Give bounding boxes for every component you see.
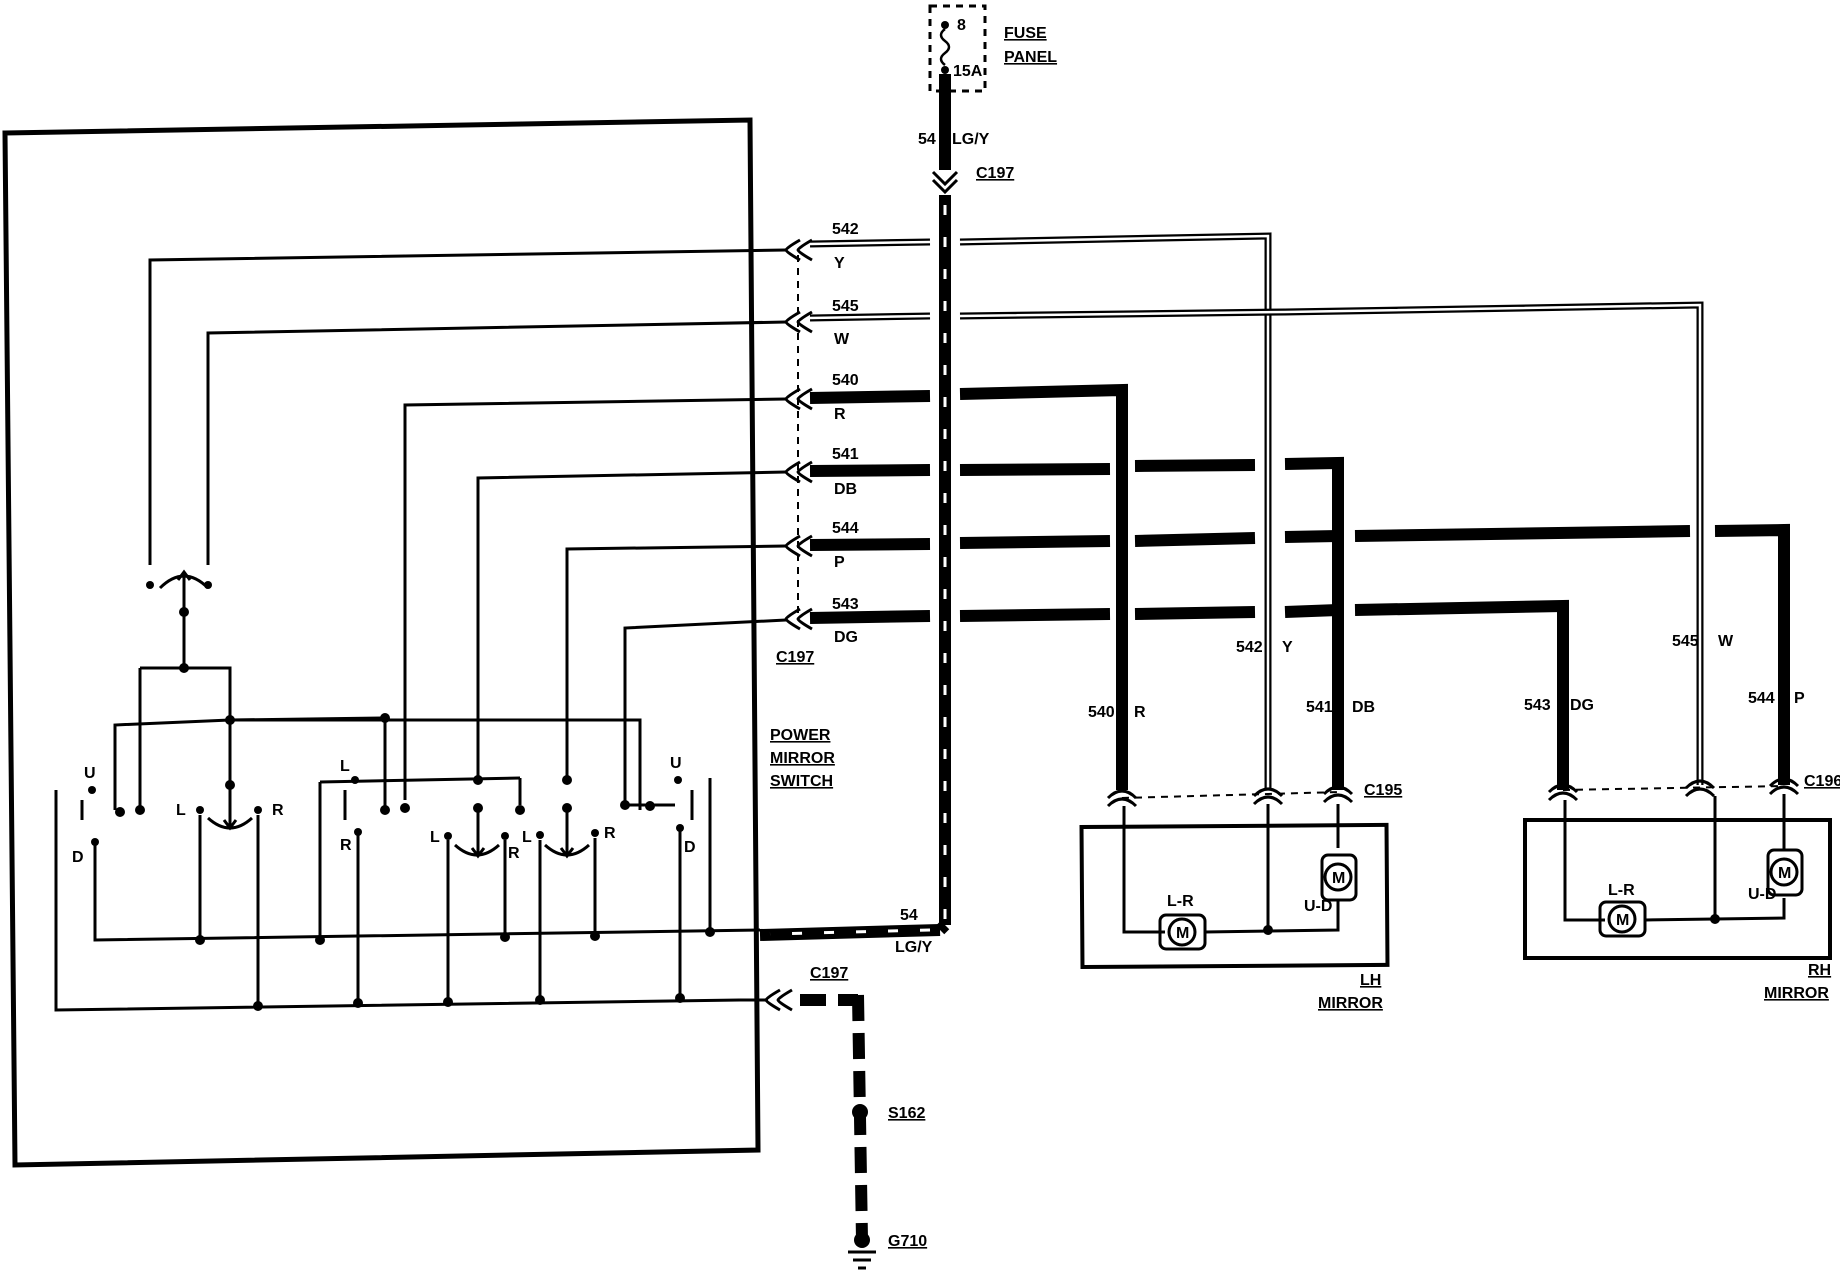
wire-542-y bbox=[809, 232, 1272, 790]
wire-544-color: P bbox=[834, 554, 845, 571]
wire-545-color: W bbox=[834, 331, 850, 348]
switch-d-right: D bbox=[684, 839, 696, 856]
feed-circuit: 54 bbox=[918, 131, 936, 148]
rh-mirror-label-2: MIRROR bbox=[1764, 985, 1829, 1002]
fuse-rating: 15A bbox=[953, 63, 983, 80]
feed-wire-54: 54 LG/Y C197 bbox=[759, 74, 1014, 941]
lh-wire-542-color: Y bbox=[1282, 639, 1293, 656]
switch-l-4: L bbox=[430, 829, 440, 846]
switch-r-3: R bbox=[340, 837, 352, 854]
switch-d-left: D bbox=[72, 849, 84, 866]
wire-540-circuit: 540 bbox=[832, 372, 859, 389]
rh-motor-ud-label: U-D bbox=[1748, 886, 1776, 903]
rh-motor-ud-symbol: M bbox=[1778, 865, 1791, 882]
rh-wire-545: 545 bbox=[1672, 633, 1699, 650]
lh-mirror-label-1: LH bbox=[1360, 972, 1381, 989]
rh-wire-544-color: P bbox=[1794, 690, 1805, 707]
switch-label-2: MIRROR bbox=[770, 750, 835, 767]
fuse-panel-label-2: PANEL bbox=[1004, 49, 1057, 66]
switch-l-5: L bbox=[522, 829, 532, 846]
bottom-feed-color: LG/Y bbox=[895, 939, 933, 956]
wire-545-w bbox=[809, 301, 1704, 785]
switch-u-left: U bbox=[84, 765, 96, 782]
switch-l-3: L bbox=[340, 758, 350, 775]
wire-543-color: DG bbox=[834, 629, 858, 646]
lh-connector: C195 bbox=[1364, 782, 1402, 799]
feed-connector: C197 bbox=[976, 165, 1014, 182]
rh-wire-545-color: W bbox=[1718, 633, 1734, 650]
wire-544-p bbox=[809, 523, 1790, 785]
switch-label-3: SWITCH bbox=[770, 773, 833, 790]
fuse-slot: 8 bbox=[957, 17, 966, 34]
wire-541-circuit: 541 bbox=[832, 446, 859, 463]
lh-motor-lr-symbol: M bbox=[1176, 925, 1189, 942]
feed-color: LG/Y bbox=[952, 131, 990, 148]
power-mirror-switch-box bbox=[2, 117, 761, 1168]
lh-motor-lr-label: L-R bbox=[1167, 893, 1194, 910]
wire-540-r bbox=[809, 383, 1128, 790]
rh-connector: C196 bbox=[1804, 773, 1840, 790]
left-connector-c197: C197 bbox=[776, 238, 814, 666]
rh-wire-543: 543 bbox=[1524, 697, 1551, 714]
switch-label-1: POWER bbox=[770, 727, 831, 744]
wire-541-color: DB bbox=[834, 481, 857, 498]
splice-label: S162 bbox=[888, 1105, 925, 1122]
lh-mirror: M M bbox=[1079, 785, 1390, 970]
ground-circuit: C197 S162 G710 bbox=[740, 965, 927, 1270]
lh-wire-541-color: DB bbox=[1352, 699, 1375, 716]
rh-mirror: M M bbox=[1523, 777, 1832, 960]
switch-u-right: U bbox=[670, 755, 682, 772]
lh-mirror-label-2: MIRROR bbox=[1318, 995, 1383, 1012]
wire-540-color: R bbox=[834, 406, 846, 423]
lh-motor-ud-label: U-D bbox=[1304, 898, 1332, 915]
lh-wire-542: 542 bbox=[1236, 639, 1263, 656]
lh-wire-540: 540 bbox=[1088, 704, 1115, 721]
bottom-feed-circuit: 54 bbox=[900, 907, 918, 924]
rh-wire-544: 544 bbox=[1748, 690, 1775, 707]
rh-wire-543-color: DG bbox=[1570, 697, 1594, 714]
lh-wire-540-color: R bbox=[1134, 704, 1146, 721]
ground-label: G710 bbox=[888, 1233, 927, 1250]
ground-connector: C197 bbox=[810, 965, 848, 982]
switch-l-2: L bbox=[176, 802, 186, 819]
rh-motor-lr-symbol: M bbox=[1616, 912, 1629, 929]
wire-543-dg bbox=[809, 599, 1569, 790]
wire-541-db bbox=[809, 456, 1344, 790]
lh-motor-ud-symbol: M bbox=[1332, 870, 1345, 887]
rh-mirror-label-1: RH bbox=[1808, 962, 1831, 979]
switch-r-4: R bbox=[508, 845, 520, 862]
rh-motor-lr-label: L-R bbox=[1608, 882, 1635, 899]
switch-r-2: R bbox=[272, 802, 284, 819]
fuse-panel-label-1: FUSE bbox=[1004, 25, 1047, 42]
wire-543-circuit: 543 bbox=[832, 596, 859, 613]
lh-wire-541: 541 bbox=[1306, 699, 1333, 716]
wire-542-color: Y bbox=[834, 255, 845, 272]
wire-544-circuit: 544 bbox=[832, 520, 859, 537]
fuse-panel: 8 15A FUSE PANEL bbox=[928, 4, 1057, 93]
wire-545-circuit: 545 bbox=[832, 298, 859, 315]
switch-r-5: R bbox=[604, 825, 616, 842]
wire-542-circuit: 542 bbox=[832, 221, 859, 238]
switch-internal-wiring: U D L R L R L R bbox=[54, 248, 787, 1012]
left-connector-label: C197 bbox=[776, 649, 814, 666]
